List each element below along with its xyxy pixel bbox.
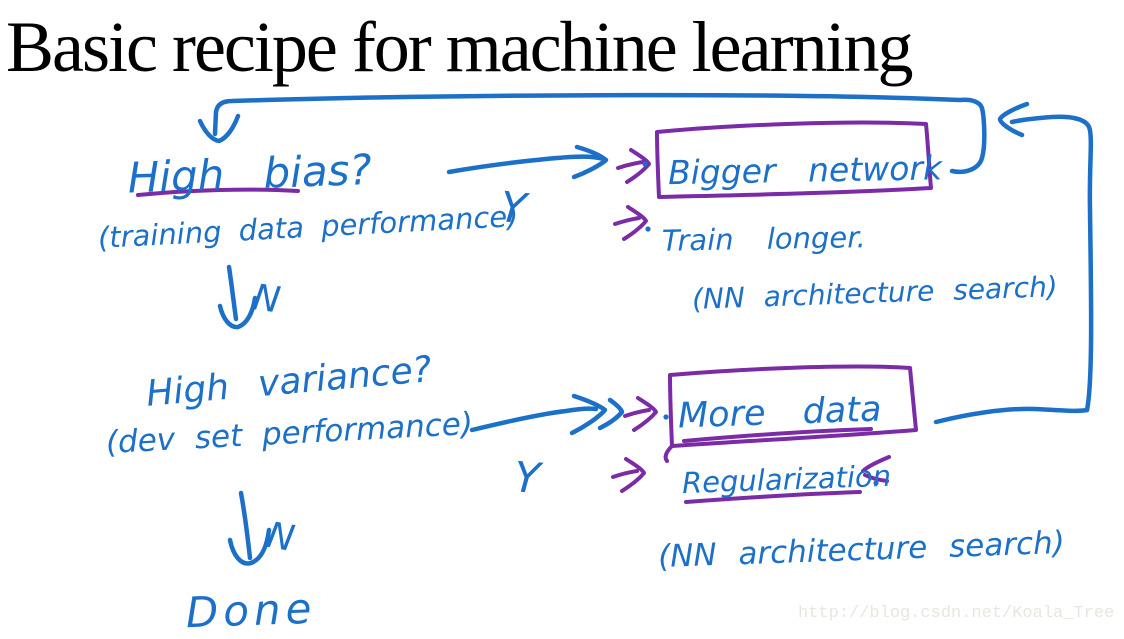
done-label: Done xyxy=(185,584,317,638)
bullet-arrow-head-icon xyxy=(632,396,658,432)
bullet-arrow-head-icon xyxy=(622,205,648,241)
down-arrow-line xyxy=(226,264,239,322)
more-data-label: More data xyxy=(677,389,882,436)
bias-no-label: N xyxy=(250,277,282,321)
arrow-right-head-flourish xyxy=(597,397,625,431)
variance-yes-label: Y xyxy=(512,452,544,503)
dev-performance-note: (dev set performance) xyxy=(105,406,474,461)
variance-no-label: N xyxy=(264,515,298,560)
arrow-right-head-icon xyxy=(569,393,608,436)
nn-architecture-search-note-2: (NN architecture search) xyxy=(657,525,1065,575)
regularization-label: Regularization xyxy=(681,459,891,500)
more-data-underline xyxy=(682,427,873,443)
regularization-underline xyxy=(684,490,862,504)
bias-yes-arrow-line xyxy=(446,154,607,175)
loop-right-bottom-line xyxy=(933,406,1090,425)
train-longer-label: Train longer. xyxy=(662,220,866,258)
bigger-network-box xyxy=(655,120,933,199)
down-arrow-line xyxy=(238,490,253,561)
loop-right-vertical-line xyxy=(1009,114,1094,413)
bullet-arrow-tail xyxy=(613,216,641,226)
ink-dot xyxy=(642,161,648,167)
bullet-arrow-tail xyxy=(616,160,645,170)
bullet-arrow-train-longer xyxy=(613,205,648,241)
arrow-down-head-icon xyxy=(197,113,241,144)
bullet-arrow-regularization xyxy=(611,457,646,493)
down-arrow-hook-icon xyxy=(217,295,258,330)
more-data-box-tail xyxy=(663,444,674,463)
bullet-arrow-bigger-network xyxy=(616,148,651,184)
bullet-arrow-tail xyxy=(611,469,639,479)
high-variance-question: High variance? xyxy=(145,349,434,415)
watermark-url: http://blog.csdn.net/Koala_Tree xyxy=(798,604,1115,623)
loop-back-top-arrow xyxy=(197,92,987,175)
training-performance-note: (training data performance) xyxy=(97,199,519,255)
variance-yes-arrow xyxy=(469,393,625,436)
ink-dot xyxy=(645,226,651,232)
loop-back-top-line xyxy=(212,92,987,175)
bias-yes-arrow xyxy=(446,144,609,180)
regularization-left-arrow-icon xyxy=(861,455,891,483)
bullet-arrow-head-icon xyxy=(625,148,651,184)
ink-dot xyxy=(663,414,669,420)
slide-title: Basic recipe for machine learning xyxy=(6,7,914,87)
high-bias-underline xyxy=(136,187,300,197)
variance-yes-arrow-line xyxy=(469,406,599,433)
variance-no-arrow xyxy=(227,490,272,566)
down-arrow-hook-icon xyxy=(227,527,272,566)
bullet-arrow-more-data xyxy=(623,396,658,432)
high-bias-question: High bias? xyxy=(127,145,373,202)
nn-architecture-search-note-1: (NN architecture search) xyxy=(691,270,1058,316)
bullet-arrow-head-icon xyxy=(620,457,646,493)
more-data-box xyxy=(668,364,918,448)
ink-dot xyxy=(873,480,879,486)
bias-yes-label: Y xyxy=(498,182,532,234)
arrow-left-head-icon xyxy=(997,101,1030,138)
bullet-arrow-tail xyxy=(623,408,651,418)
bias-no-arrow xyxy=(217,264,258,330)
loop-back-right-arrow xyxy=(933,101,1094,425)
arrow-right-head-icon xyxy=(571,144,609,180)
bigger-network-label: Bigger network xyxy=(668,148,945,192)
